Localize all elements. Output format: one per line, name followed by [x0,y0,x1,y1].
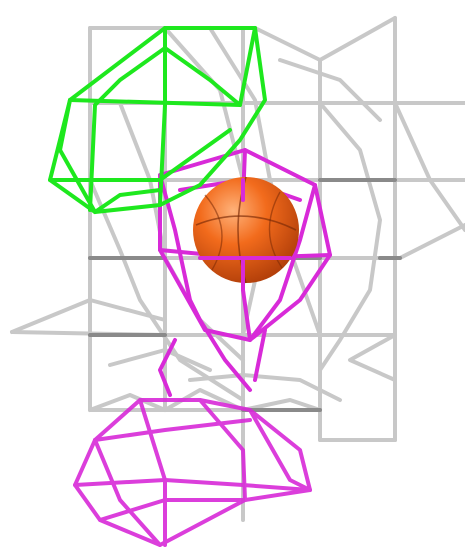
orange-basketball-sphere-icon [193,177,299,283]
magenta-wire-cage-lower-icon [75,400,310,545]
